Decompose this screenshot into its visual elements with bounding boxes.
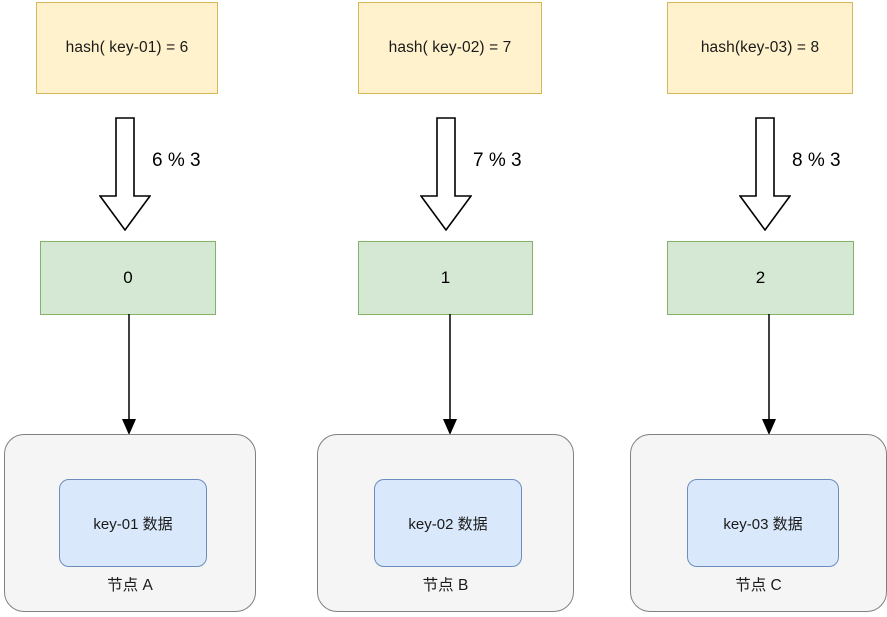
connector-arrow-a [108, 314, 150, 436]
slot-box-a: 0 [40, 241, 216, 315]
block-arrow-down-a [99, 117, 151, 231]
key-column-c: hash(key-03) = 8 8 % 3 2 key-03 数据 节点 C [622, 0, 887, 617]
node-container-a: key-01 数据 节点 A [4, 434, 256, 612]
block-arrow-down-c [739, 117, 791, 231]
modulo-label-c: 8 % 3 [792, 150, 841, 171]
node-label-a: 节点 A [107, 577, 153, 594]
modulo-label-b: 7 % 3 [473, 150, 522, 171]
slot-box-b: 1 [358, 241, 533, 315]
hash-expression-box-a: hash( key-01) = 6 [36, 2, 218, 94]
hash-expression-box-b: hash( key-02) = 7 [358, 2, 542, 94]
node-container-b: key-02 数据 节点 B [317, 434, 574, 612]
slot-box-c: 2 [667, 241, 854, 315]
node-label-c: 节点 C [735, 577, 782, 594]
block-arrow-down-b [420, 117, 472, 231]
node-container-c: key-03 数据 节点 C [630, 434, 887, 612]
hash-expression-box-c: hash(key-03) = 8 [667, 2, 853, 94]
key-column-b: hash( key-02) = 7 7 % 3 1 key-02 数据 节点 B [313, 0, 613, 617]
modulo-label-a: 6 % 3 [152, 150, 201, 171]
data-item-box-c: key-03 数据 [687, 479, 839, 567]
connector-arrow-c [748, 314, 790, 436]
connector-arrow-b [429, 314, 471, 436]
key-column-a: hash( key-01) = 6 6 % 3 0 key-01 数据 节点 A [0, 0, 300, 617]
data-item-box-b: key-02 数据 [374, 479, 522, 567]
data-item-box-a: key-01 数据 [59, 479, 207, 567]
node-label-b: 节点 B [422, 577, 469, 594]
